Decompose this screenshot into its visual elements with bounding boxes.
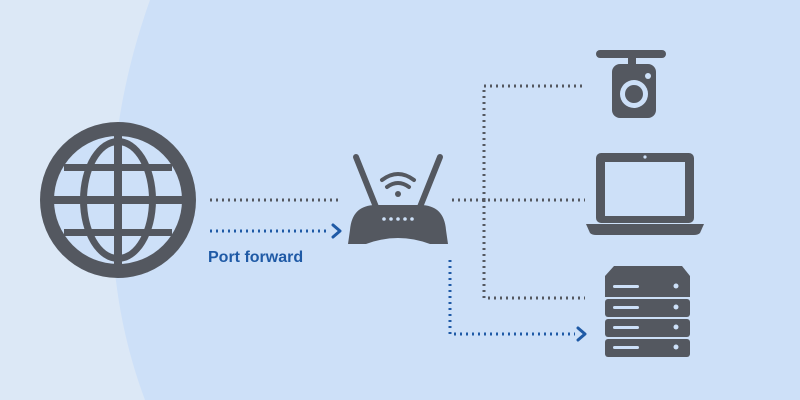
security-camera-icon xyxy=(596,50,666,118)
background-right xyxy=(111,0,800,400)
connection-lines xyxy=(210,84,585,300)
arrowheads xyxy=(331,223,587,342)
port-forward-arrows xyxy=(210,229,575,336)
server-icon xyxy=(605,266,690,357)
arrowhead-router xyxy=(331,223,342,239)
line-router-camera xyxy=(482,84,585,200)
port-forward-label: Port forward xyxy=(208,249,303,266)
laptop-icon xyxy=(586,153,704,235)
arrowhead-server xyxy=(576,326,587,342)
arrow-router-server-line xyxy=(448,260,575,336)
line-router-server xyxy=(482,200,585,300)
wifi-router-icon xyxy=(348,154,448,244)
globe-icon xyxy=(40,122,196,278)
